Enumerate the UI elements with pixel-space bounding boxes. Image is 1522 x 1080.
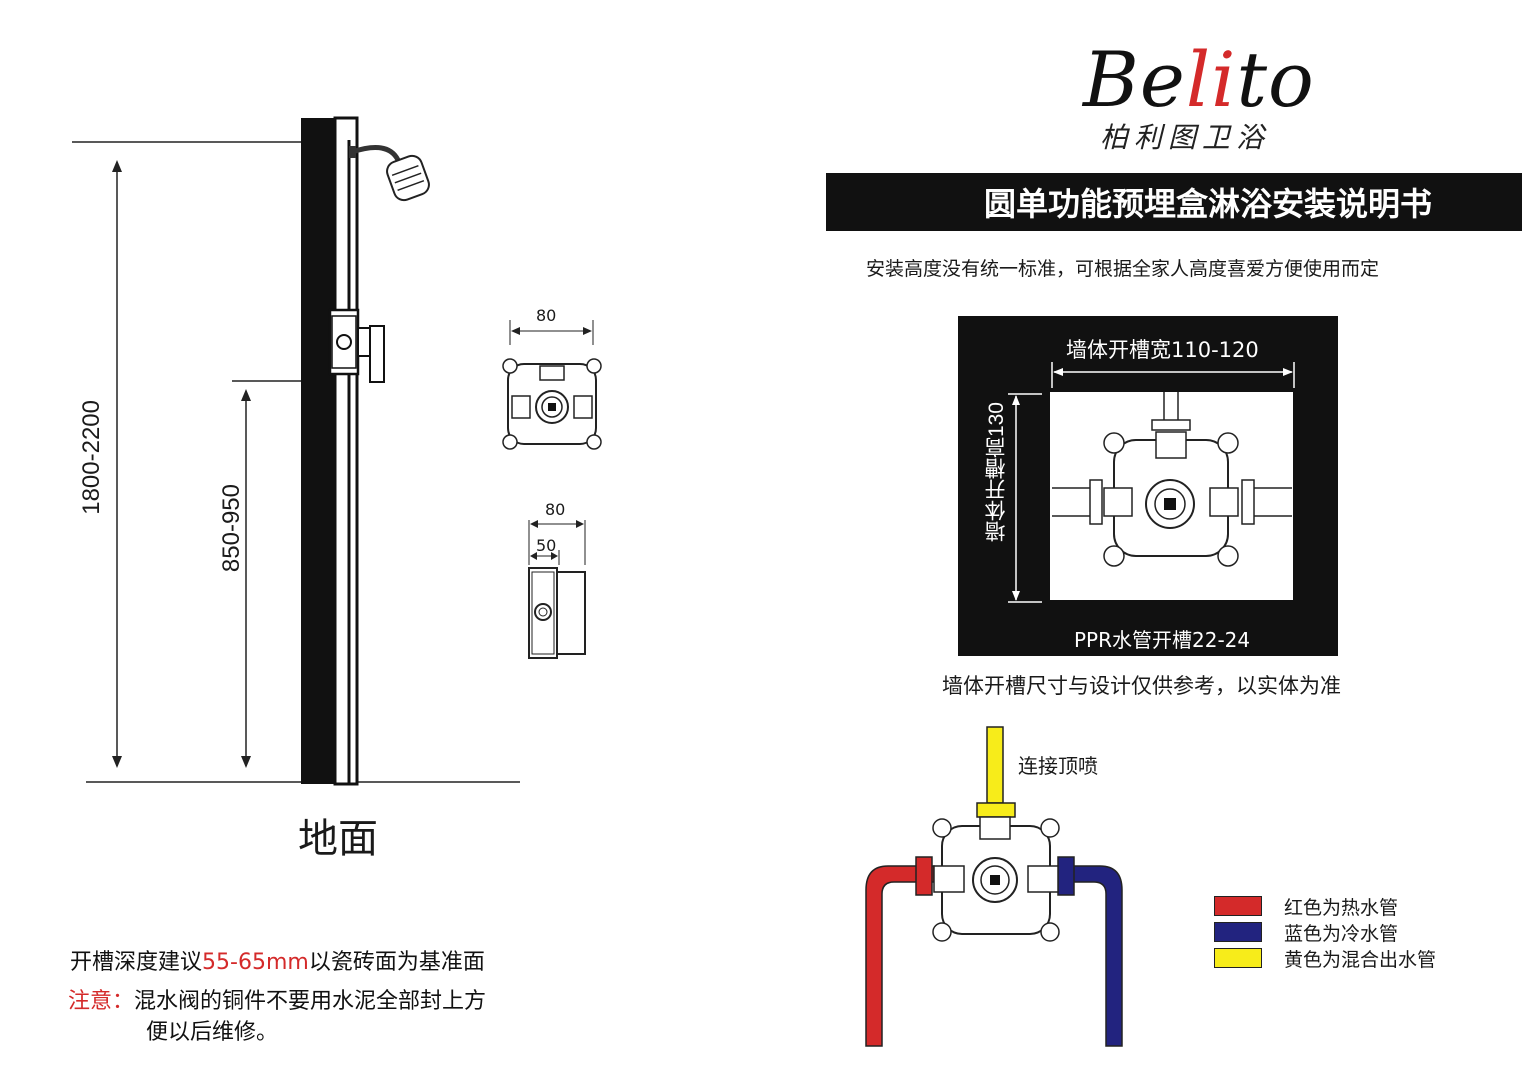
legend-hot-label: 红色为热水管 xyxy=(1284,896,1399,919)
hot-pipe xyxy=(865,865,935,1047)
legend-cold-swatch xyxy=(1214,922,1262,942)
shower-head-icon xyxy=(349,145,430,202)
caution-note-cont: 便以后维修。 xyxy=(146,1020,279,1045)
slot-note: 墙体开槽尺寸与设计仅供参考，以实体为准 xyxy=(942,674,1341,698)
top-spray-label: 连接顶喷 xyxy=(1018,754,1098,778)
title-bar: 圆单功能预埋盒淋浴安装说明书 xyxy=(826,173,1522,231)
brand-logo: Belito xyxy=(1083,35,1315,124)
side-box-depth: 50 xyxy=(536,536,557,555)
legend-mix-label: 黄色为混合出水管 xyxy=(1284,948,1437,971)
legend-hot: 红色为热水管 xyxy=(1214,893,1436,919)
floor-label: 地面 xyxy=(298,816,378,862)
depth-note: 开槽深度建议55-65mm以瓷砖面为基准面 xyxy=(70,950,485,975)
pipe-slot-label: PPR水管开槽22-24 xyxy=(1074,628,1251,652)
cold-pipe xyxy=(1057,865,1123,1047)
legend-hot-swatch xyxy=(1214,896,1262,916)
brand-logo-cn: 柏利图卫浴 xyxy=(1100,121,1271,154)
legend-mix-swatch xyxy=(1214,948,1262,968)
side-box-width: 80 xyxy=(545,500,566,519)
pipe-legend: 红色为热水管 蓝色为冷水管 黄色为混合出水管 xyxy=(1214,893,1436,971)
caution-note: 注意：混水阀的铜件不要用水泥全部封上方 xyxy=(68,989,487,1014)
wall-valve-icon xyxy=(328,308,385,383)
slot-width-label: 墙体开槽宽110-120 xyxy=(1066,338,1259,362)
subtitle: 安装高度没有统一标准，可根据全家人高度喜爱方便使用而定 xyxy=(866,258,1380,280)
mix-pipe xyxy=(986,726,1004,804)
top-box-width: 80 xyxy=(536,306,557,325)
legend-mix: 黄色为混合出水管 xyxy=(1214,945,1436,971)
legend-cold-label: 蓝色为冷水管 xyxy=(1284,922,1399,945)
connection-valve-icon xyxy=(932,816,1060,942)
legend-cold: 蓝色为冷水管 xyxy=(1214,919,1436,945)
slot-valve-icon xyxy=(1052,392,1292,567)
page-title: 圆单功能预埋盒淋浴安装说明书 xyxy=(983,185,1432,223)
wall xyxy=(301,118,335,784)
